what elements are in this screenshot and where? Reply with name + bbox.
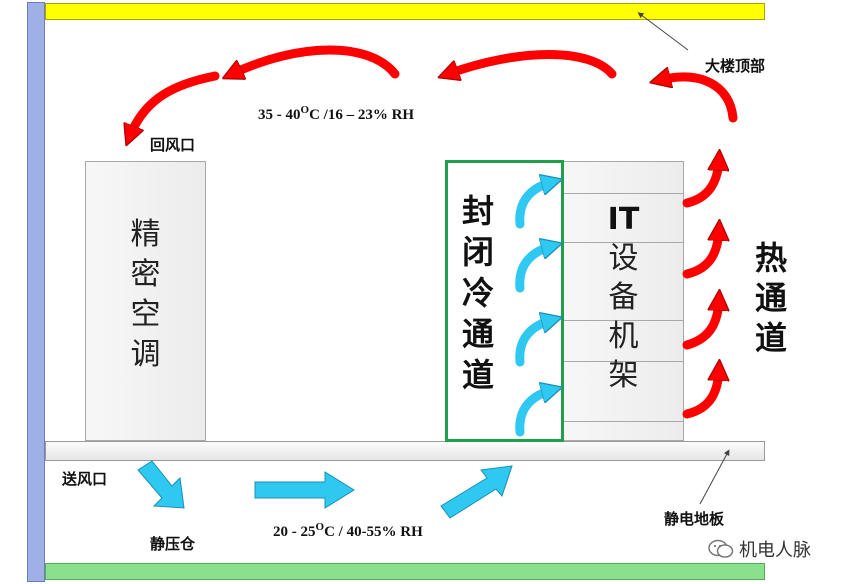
rack-divider: [564, 320, 683, 321]
hot-exhaust-arrow: [682, 300, 719, 350]
floor-pointer: [699, 449, 730, 505]
supply-vent-label: 送风口: [62, 470, 108, 488]
cold-supply-arrow: [254, 471, 355, 509]
hot-return-arrow: [232, 45, 400, 74]
cold-supply-arrow: [440, 465, 513, 519]
hot-return-arrow: [660, 77, 738, 123]
cold-supply-arrow: [137, 460, 185, 509]
it-equipment-rack: IT 设 备 机 架: [563, 161, 684, 441]
raised-floor: [45, 441, 765, 461]
hot-return-arrow: [448, 50, 617, 75]
rack-divider: [564, 193, 683, 194]
hot-return-arrow: [130, 71, 220, 136]
watermark: 机电人脉: [708, 536, 811, 562]
ac-unit-label: 精 密 空 调: [130, 217, 161, 372]
cold-intake-arrow: [515, 320, 552, 367]
watermark-text: 机电人脉: [739, 540, 811, 561]
left-wall: [27, 2, 45, 582]
hot-aisle-label: 热 通 道: [755, 239, 788, 357]
chat-bubble-icon: [708, 539, 734, 558]
hot-exhaust-arrow: [682, 160, 719, 208]
rack-label: IT 设 备 机 架: [607, 202, 640, 393]
return-vent-label: 回风口: [150, 136, 196, 154]
hot-return-condition: 35 - 40OC /16 – 23% RH: [258, 104, 415, 123]
rack-divider: [564, 421, 683, 422]
rack-divider: [564, 361, 683, 362]
rack-divider: [564, 242, 683, 243]
ground-bar: [45, 563, 765, 580]
cold-aisle-label: 封 闭 冷 通 道: [462, 192, 495, 394]
roof-bar: [45, 3, 765, 20]
cold-aisle-enclosure: 封 闭 冷 通 道: [445, 160, 564, 442]
hot-exhaust-arrow: [682, 370, 719, 419]
plenum-label: 静压仓: [150, 535, 196, 553]
cold-intake-arrow: [515, 182, 552, 229]
precision-ac-unit: 精 密 空 调: [85, 161, 206, 441]
cold-intake-arrow: [515, 390, 552, 437]
cold-intake-arrow: [515, 246, 552, 293]
hot-exhaust-arrow: [682, 230, 719, 279]
cold-supply-condition: 20 - 25OC / 40-55% RH: [273, 521, 423, 540]
roof-label: 大楼顶部: [705, 57, 766, 75]
roof-pointer: [637, 12, 689, 51]
raised-floor-label: 静电地板: [664, 510, 725, 528]
